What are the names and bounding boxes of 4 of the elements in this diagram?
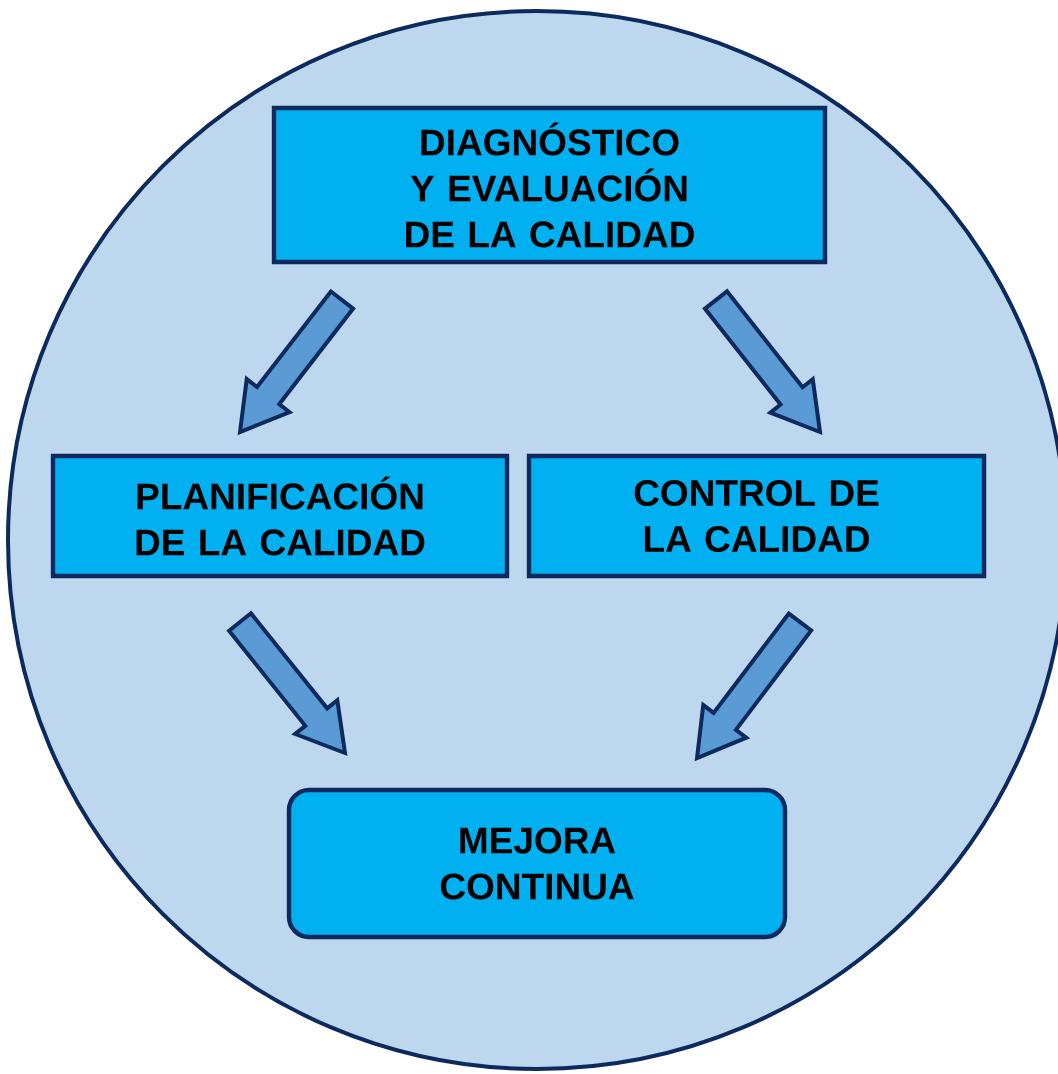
process-box: CONTROL DE LA CALIDAD [526,453,987,579]
process-box: PLANIFICACIÓN DE LA CALIDAD [50,453,510,579]
process-box: DIAGNÓSTICO Y EVALUACIÓN DE LA CALIDAD [271,105,828,265]
rounded-box: MEJORA CONTINUA [286,787,788,940]
